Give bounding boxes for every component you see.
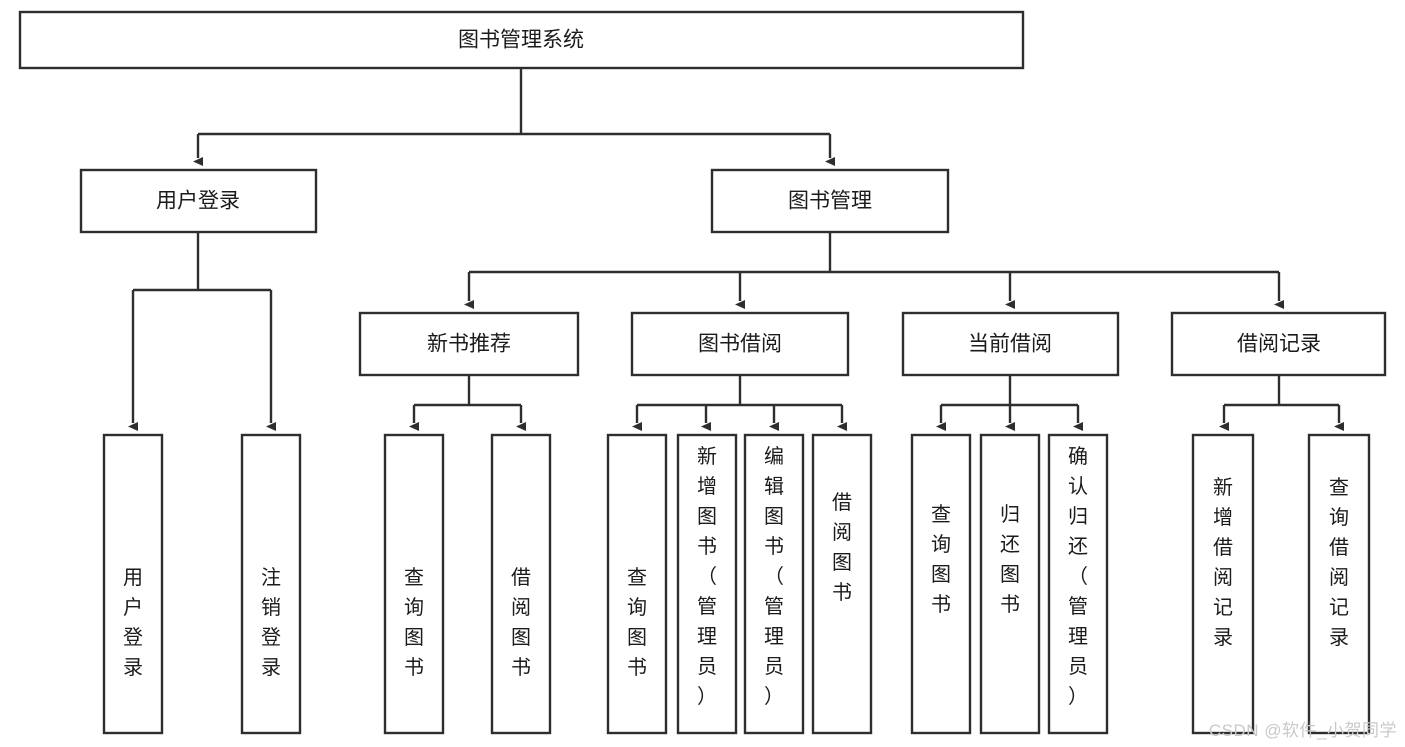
node-root[interactable]: 图书管理系统 <box>18 10 1025 70</box>
node-leaf13-label: 查询借阅记录 <box>1329 476 1349 649</box>
node-leaf1-label: 用户登录 <box>123 567 143 679</box>
connector-group-root-to-level2 <box>193 68 835 166</box>
node-leaf3-label: 查询图书 <box>404 566 424 679</box>
node-borrow-label: 图书借阅 <box>698 333 782 356</box>
node-leaf9[interactable]: 查询图书 <box>910 433 972 735</box>
node-records-box[interactable] <box>1170 311 1387 377</box>
node-leaf13-box[interactable] <box>1307 433 1371 735</box>
node-leaf8[interactable]: 借阅图书 <box>811 433 873 735</box>
node-leaf4-label: 借阅图书 <box>511 566 531 679</box>
node-leaf8-label: 借阅图书 <box>832 491 852 604</box>
node-leaf10-box[interactable] <box>979 433 1041 735</box>
node-leaf5-label: 查询图书 <box>627 566 647 679</box>
connector-group-records-to-leaves <box>1219 375 1344 431</box>
node-records[interactable]: 借阅记录 <box>1170 311 1387 377</box>
node-borrow-box[interactable] <box>630 311 850 377</box>
node-leaf7-box[interactable] <box>743 433 805 735</box>
node-leaf11-box[interactable] <box>1047 433 1109 735</box>
node-login-label: 用户登录 <box>156 190 240 213</box>
node-leaf10-label: 归还图书 <box>1000 503 1020 616</box>
node-leaf6-box[interactable] <box>676 433 738 735</box>
node-leaf12-label: 新增借阅记录 <box>1213 476 1233 649</box>
node-leaf10[interactable]: 归还图书 <box>979 433 1041 735</box>
node-newbook-label: 新书推荐 <box>427 333 511 356</box>
node-leaf6-label: 新增图书（管理员） <box>697 445 717 708</box>
node-leaf4-box[interactable] <box>490 433 552 735</box>
connector-group-current-to-leaves <box>936 375 1083 431</box>
node-records-label: 借阅记录 <box>1237 333 1321 356</box>
connector-group-bookmgmt-to-level3 <box>464 232 1284 309</box>
node-leaf7-label: 编辑图书（管理员） <box>764 445 784 708</box>
node-leaf11[interactable]: 确认归还（管理员） <box>1047 433 1109 735</box>
connector-group-newbook-to-leaves <box>409 375 526 431</box>
node-leaf1[interactable]: 用户登录 <box>102 433 164 735</box>
node-leaf7[interactable]: 编辑图书（管理员） <box>743 433 805 735</box>
node-leaf4[interactable]: 借阅图书 <box>490 433 552 735</box>
node-leaf2-label: 注销登录 <box>261 566 281 679</box>
connector-group-login-to-leaves <box>128 232 276 431</box>
node-leaf3[interactable]: 查询图书 <box>383 433 445 735</box>
node-current[interactable]: 当前借阅 <box>901 311 1120 377</box>
node-current-label: 当前借阅 <box>968 333 1052 356</box>
csdn-watermark: CSDN @软件_小贺同学 <box>1208 721 1397 740</box>
node-leaf2[interactable]: 注销登录 <box>240 433 302 735</box>
node-newbook-box[interactable] <box>358 311 580 377</box>
node-newbook[interactable]: 新书推荐 <box>358 311 580 377</box>
node-bookmgmt[interactable]: 图书管理 <box>710 168 950 234</box>
node-leaf5-box[interactable] <box>606 433 668 735</box>
node-leaf8-box[interactable] <box>811 433 873 735</box>
node-leaf9-box[interactable] <box>910 433 972 735</box>
node-borrow[interactable]: 图书借阅 <box>630 311 850 377</box>
node-leaf3-box[interactable] <box>383 433 445 735</box>
node-bookmgmt-box[interactable] <box>710 168 950 234</box>
connector-group-borrow-to-leaves <box>632 375 847 431</box>
node-leaf2-box[interactable] <box>240 433 302 735</box>
node-leaf6[interactable]: 新增图书（管理员） <box>676 433 738 735</box>
node-root-label: 图书管理系统 <box>458 29 584 52</box>
node-leaf12-box[interactable] <box>1191 433 1255 735</box>
node-root-box[interactable] <box>18 10 1025 70</box>
node-leaf5[interactable]: 查询图书 <box>606 433 668 735</box>
node-login[interactable]: 用户登录 <box>79 168 318 234</box>
node-leaf1-box[interactable] <box>102 433 164 735</box>
node-leaf12[interactable]: 新增借阅记录 <box>1191 433 1255 735</box>
node-current-box[interactable] <box>901 311 1120 377</box>
node-bookmgmt-label: 图书管理 <box>788 190 872 213</box>
node-leaf11-label: 确认归还（管理员） <box>1068 445 1088 708</box>
node-leaf9-label: 查询图书 <box>931 503 951 616</box>
node-login-box[interactable] <box>79 168 318 234</box>
node-leaf13[interactable]: 查询借阅记录 <box>1307 433 1371 735</box>
